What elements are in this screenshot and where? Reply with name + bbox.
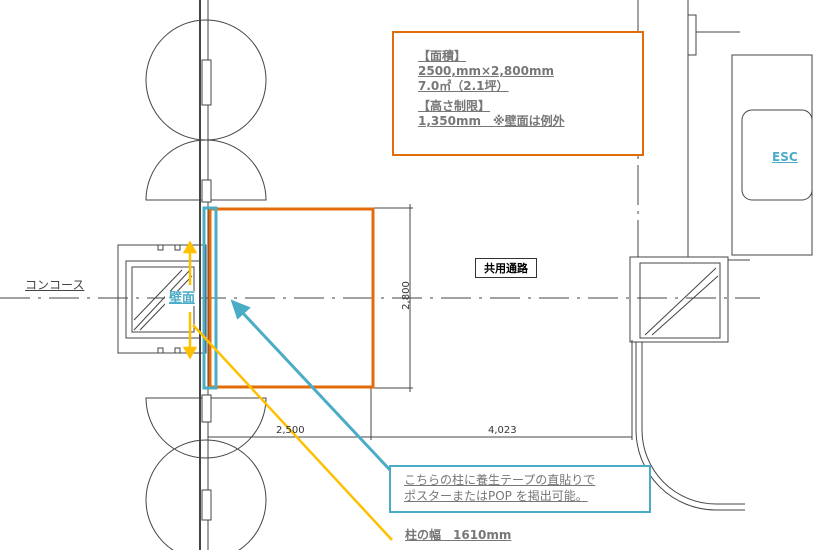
area-dims: 2500,mm×2,800mm (418, 64, 554, 78)
wall-surface (202, 206, 218, 390)
corridor-label: 共用通路 (475, 258, 537, 278)
left-elevator (117, 244, 207, 354)
note-line-2: ポスターまたはPOP を掲出可能。 (404, 489, 588, 503)
area-size: 7.0㎡（2.1坪） (418, 79, 509, 93)
note-line-1: こちらの柱に養生テープの直貼りで (404, 473, 596, 487)
area-heading: 【面積】 (418, 49, 467, 63)
height-heading: 【高さ制限】 (418, 99, 491, 113)
right-elevator (629, 256, 729, 343)
dim-height: 2,800 (400, 281, 412, 310)
concourse-label: コンコース (25, 278, 85, 292)
dim-width-b: 4,023 (488, 425, 517, 436)
pillar-leader (192, 324, 393, 541)
booth-space (208, 207, 375, 389)
pillar-width-label: 柱の幅 1610mm (405, 528, 512, 542)
door-swing-lower (145, 397, 267, 459)
wall-label: 壁面 (165, 291, 200, 306)
spec-box: 【面積】 2500,mm×2,800mm 7.0㎡（2.1坪） 【高さ制限】 1… (392, 31, 644, 156)
esc-label: ESC (772, 150, 798, 164)
wall-leader (238, 308, 392, 472)
height-value: 1,350mm ※壁面は例外 (418, 114, 565, 128)
dim-width-a: 2,500 (276, 425, 305, 436)
note-box: こちらの柱に養生テープの直貼りで ポスターまたはPOP を掲出可能。 (389, 465, 651, 513)
door-swing-bottom (145, 439, 267, 550)
door-swing-upper (145, 139, 267, 201)
